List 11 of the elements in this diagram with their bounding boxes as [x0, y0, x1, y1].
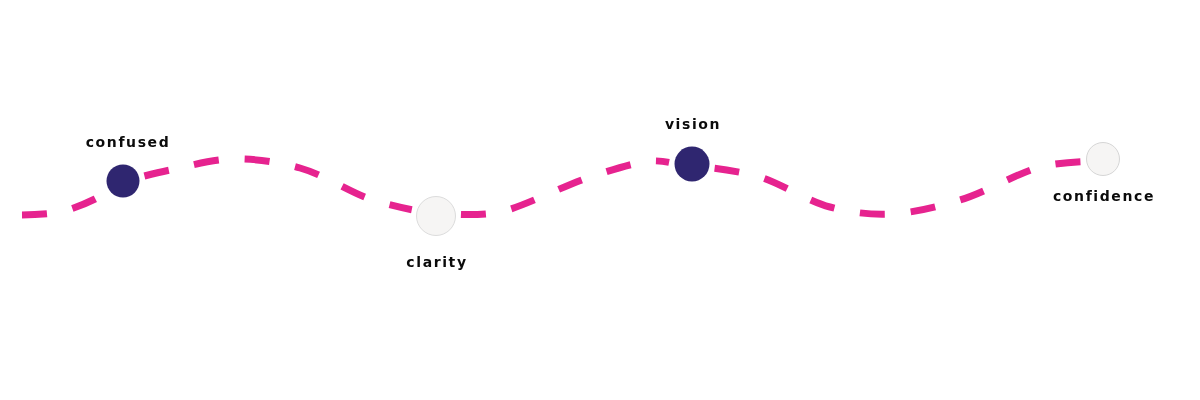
circle-marker: [416, 196, 456, 236]
stage-label: vision: [664, 115, 722, 133]
circle-marker: [674, 146, 710, 182]
circle-marker: [1086, 142, 1120, 176]
dashed-connector: [714, 158, 1082, 218]
dashed-connector: [460, 157, 670, 219]
stage-label: confused: [85, 133, 171, 151]
stage-label: clarity: [406, 253, 468, 271]
dashed-connector: [143, 155, 413, 214]
circle-marker: [106, 164, 140, 198]
stage-label: confidence: [1052, 187, 1156, 205]
